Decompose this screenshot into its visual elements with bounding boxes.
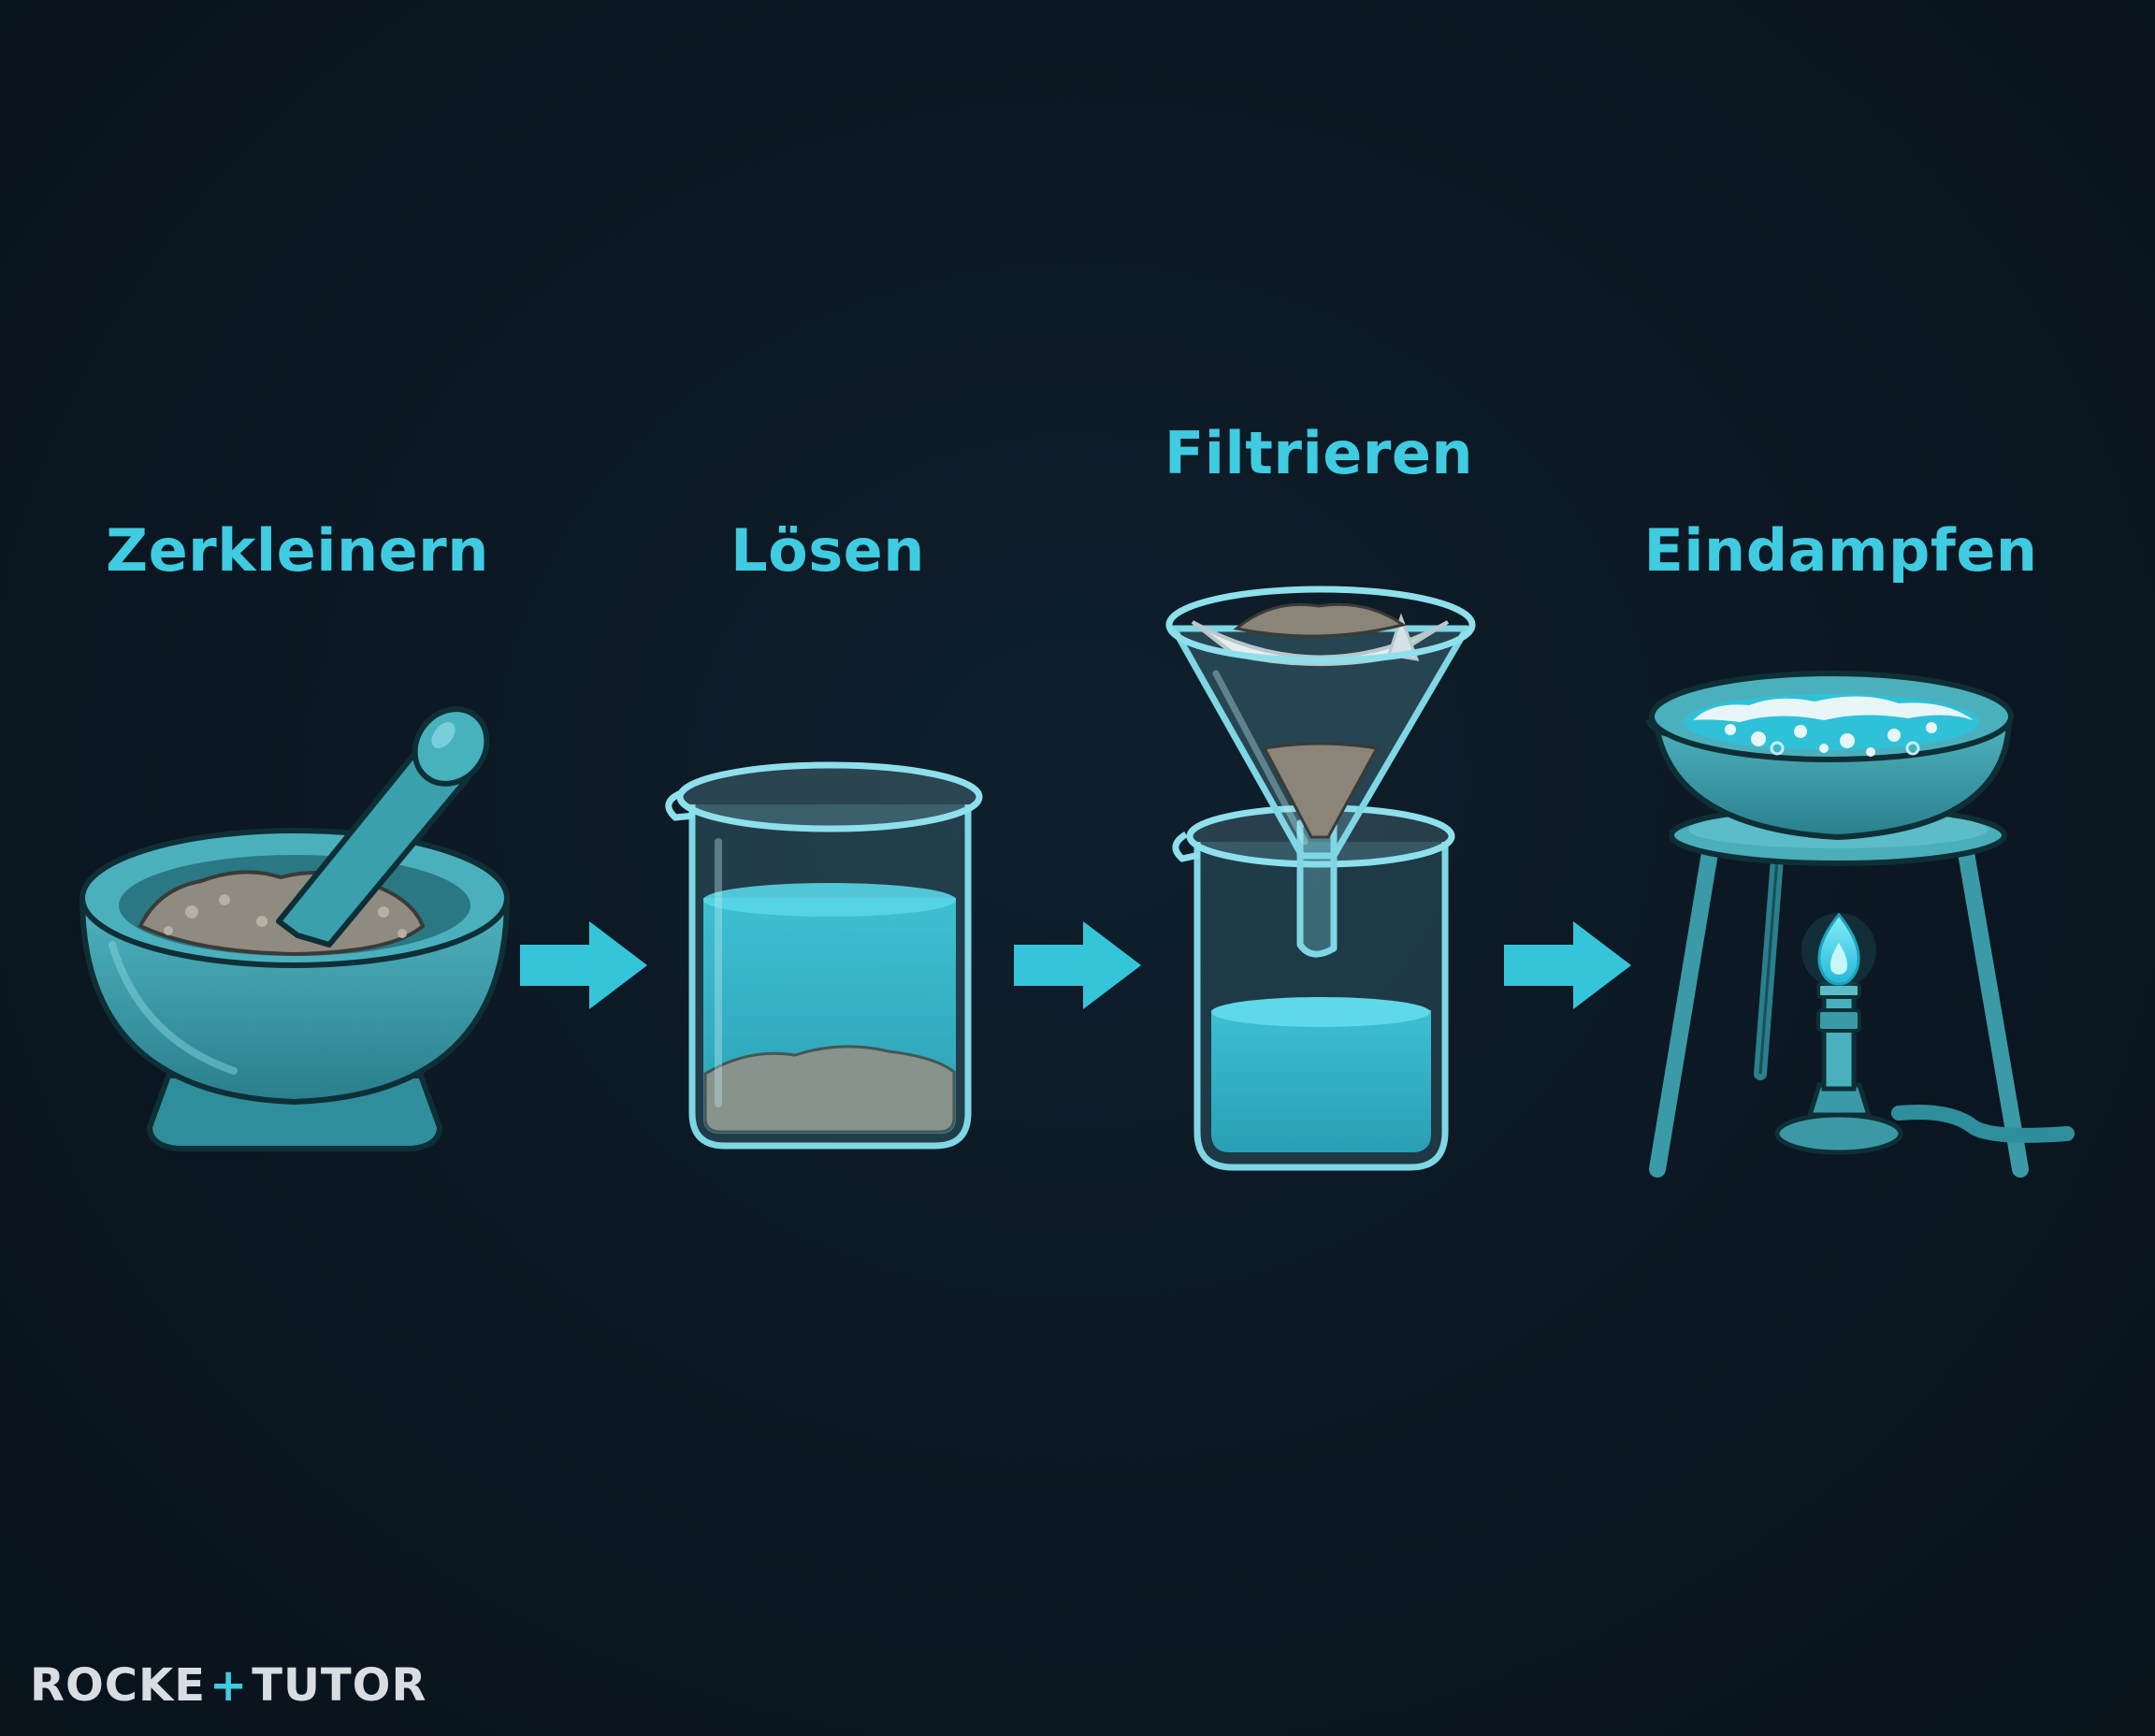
- evaporating-dish-icon: [1644, 671, 2014, 841]
- bunsen-burner-icon: [1774, 912, 2075, 1155]
- arrow-right-icon: [1014, 921, 1141, 1009]
- beaker-icon: [665, 761, 983, 1150]
- funnel-filter-icon: [1165, 586, 1476, 1171]
- arrow-right-icon: [520, 921, 647, 1009]
- brand-plus: +: [209, 1659, 249, 1712]
- step-label-zerkleinern: Zerkleinern: [106, 516, 489, 585]
- mortar-pestle-icon: [79, 706, 511, 1151]
- brand-logo: ROCKE + TUTOR: [30, 1657, 427, 1714]
- arrow-right-icon: [1504, 921, 1631, 1009]
- step-label-eindampfen: Eindampfen: [1643, 516, 2038, 585]
- step-label-loesen: Lösen: [730, 516, 925, 585]
- brand-text-right: TUTOR: [252, 1659, 427, 1712]
- step-label-filtrieren: Filtrieren: [1164, 419, 1474, 487]
- brand-text-left: ROCKE: [30, 1659, 206, 1712]
